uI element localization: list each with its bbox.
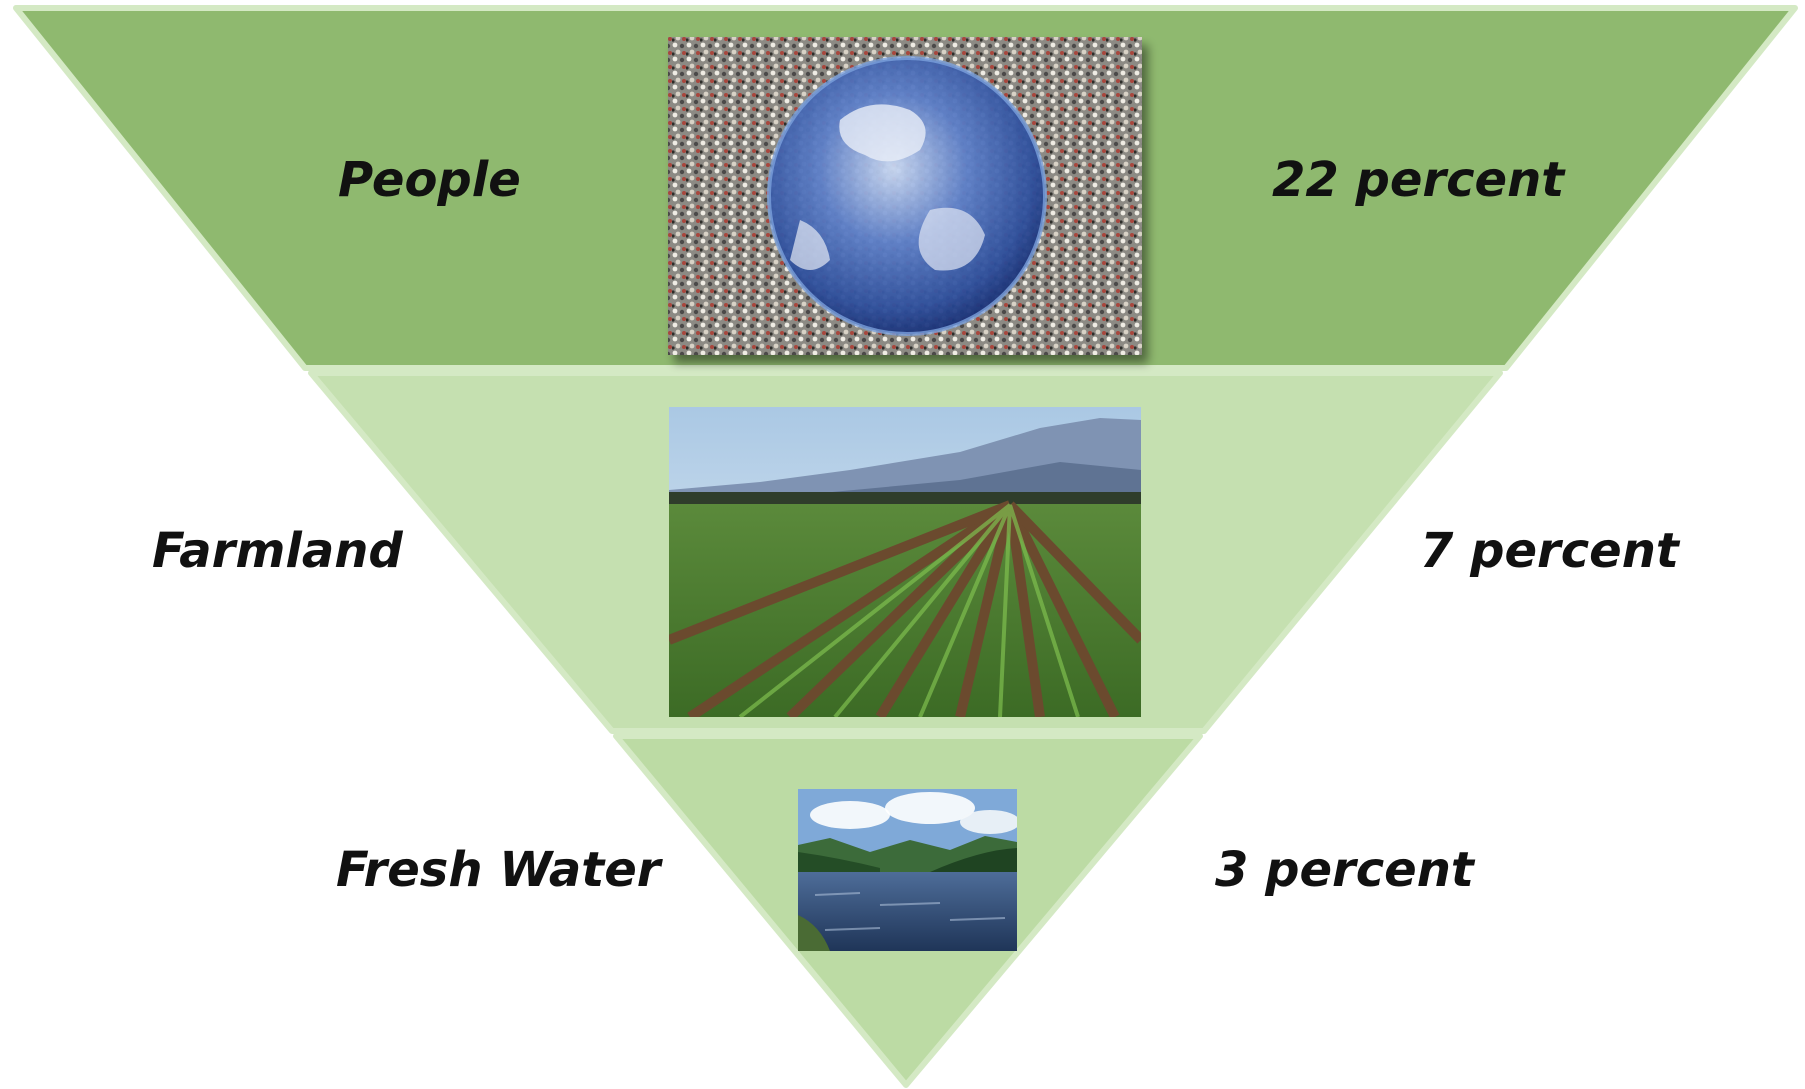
river-image [798, 789, 1017, 951]
tier-percent-farmland: 7 percent [1420, 523, 1679, 579]
tier-percent-fresh-water: 3 percent [1215, 842, 1474, 898]
tier-label-fresh-water: Fresh Water [336, 842, 661, 898]
crop-field-image [669, 407, 1141, 717]
crowd-globe-image [668, 37, 1142, 355]
tier-label-people: People [338, 152, 521, 208]
tier-percent-people: 22 percent [1272, 152, 1565, 208]
tier-label-farmland: Farmland [152, 523, 403, 579]
